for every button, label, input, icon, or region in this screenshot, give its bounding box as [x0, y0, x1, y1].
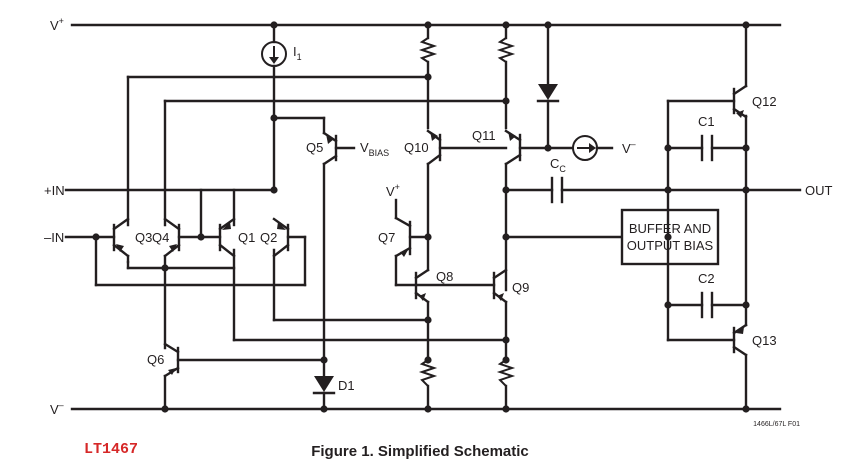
transistor-q9 [492, 268, 508, 362]
i1-sub: 1 [297, 52, 302, 62]
transistor-q12 [732, 84, 748, 119]
q9-label: Q9 [512, 280, 529, 295]
q10-label: Q10 [404, 140, 429, 155]
out-label: OUT [805, 183, 833, 198]
junction-dots [92, 21, 750, 413]
q11-label: Q11 [472, 128, 496, 143]
transistor-q3 [94, 217, 130, 264]
q8-label: Q8 [436, 269, 453, 284]
transistor-q13 [732, 323, 748, 357]
bias-diode-top [536, 23, 574, 150]
d1-label: D1 [338, 378, 355, 393]
capacitor-c1 [666, 134, 748, 162]
q7-vplus-label: V+ [386, 182, 400, 199]
capacitor-cc [504, 176, 802, 204]
buffer-output-bias: BUFFER AND OUTPUT BIAS [504, 208, 720, 266]
q3-label: Q3 [135, 230, 152, 245]
diode-d1 [312, 358, 336, 411]
q7-label: Q7 [378, 230, 395, 245]
part-number: LT1467 [84, 441, 138, 458]
q6-label: Q6 [147, 352, 164, 367]
buffer-line1: BUFFER AND [629, 221, 711, 236]
i1-label: I1 [293, 44, 302, 62]
resistor-r2-top [496, 23, 516, 130]
transistor-q2 [272, 217, 307, 258]
transistor-q5 [272, 116, 356, 362]
figure-code: 1466L/67L F01 [753, 421, 800, 428]
buffer-line2: OUTPUT BIAS [627, 238, 714, 253]
plus-in-label: +IN [44, 183, 65, 198]
vplus-label: V+ [50, 16, 64, 33]
resistor-r3-bottom [418, 359, 438, 411]
transistor-q6 [163, 342, 326, 411]
current-source-i1 [261, 23, 287, 192]
resistor-r4-bottom [496, 359, 516, 411]
transistor-q7 [394, 198, 430, 287]
q5-label: Q5 [306, 140, 323, 155]
transistor-q11 [504, 129, 550, 292]
vplus-sup: + [59, 16, 64, 26]
transistor-q10 [426, 129, 508, 239]
minus-in-label: –IN [44, 230, 64, 245]
transistor-q4 [163, 217, 203, 270]
vbias-label: VBIAS [360, 140, 389, 158]
q1-label: Q1 [238, 230, 255, 245]
q2-label: Q2 [260, 230, 277, 245]
cc-label: CC [550, 156, 566, 174]
transistor-q8 [414, 235, 496, 362]
vbias-sub: BIAS [369, 148, 390, 158]
q13-label: Q13 [752, 333, 777, 348]
c2-label: C2 [698, 271, 715, 286]
input-wiring [64, 75, 508, 350]
capacitor-c2 [666, 291, 748, 319]
transistor-q1 [199, 217, 236, 258]
q12-label: Q12 [752, 94, 777, 109]
current-source-vminus [572, 135, 614, 161]
q4-label: Q4 [152, 230, 169, 245]
figure-caption: Figure 1. Simplified Schematic [311, 443, 529, 460]
vminus-source-label: V– [622, 139, 636, 156]
vminus-sup: – [59, 400, 64, 410]
c1-label: C1 [698, 114, 715, 129]
vminus-label: V– [50, 400, 64, 417]
